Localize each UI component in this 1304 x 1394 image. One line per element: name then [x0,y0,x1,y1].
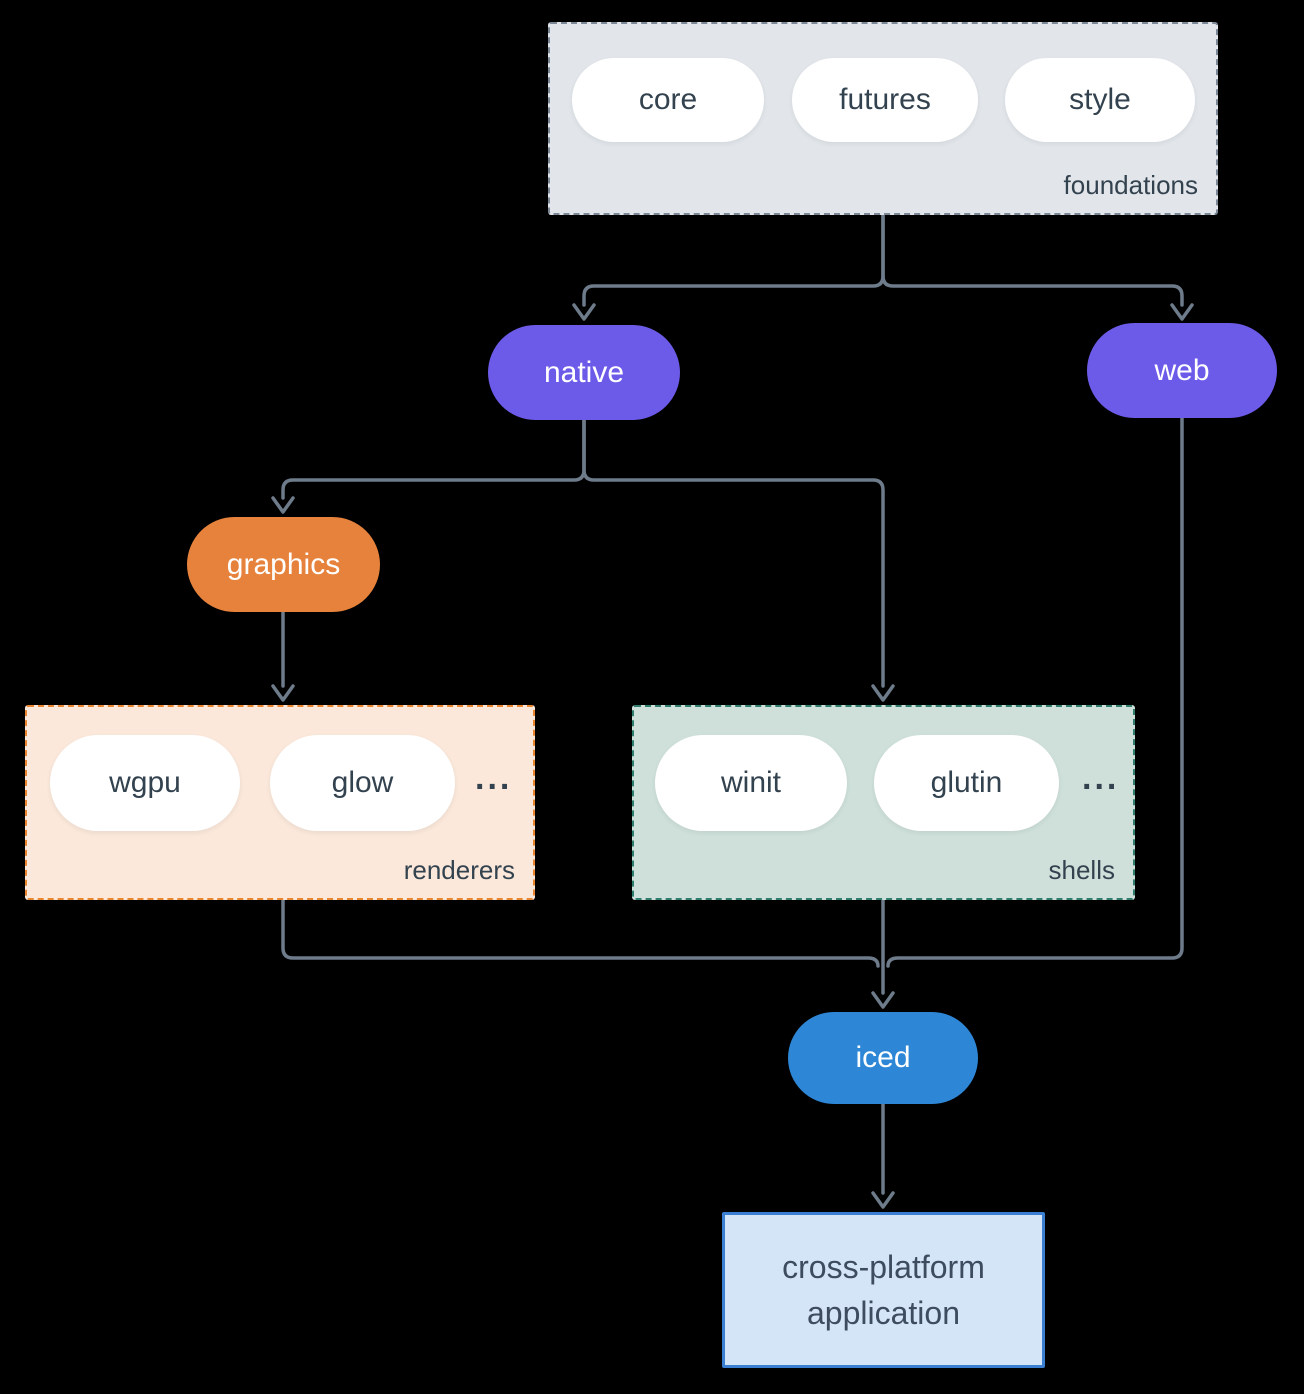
arrowhead-shells [871,684,895,702]
pill-core: core [572,58,764,142]
arrowhead-renderers [271,684,295,702]
node-graphics: graphics [187,517,380,612]
renderers-group-box: wgpu glow ... renderers [25,705,535,900]
pill-wgpu: wgpu [50,735,240,831]
node-iced: iced [788,1012,978,1104]
pill-glow-label: glow [331,766,394,799]
shells-ellipsis: ... [1082,759,1120,797]
arrowhead-iced [871,991,895,1009]
node-graphics-label: graphics [226,547,341,581]
node-web: web [1087,323,1277,418]
edge-foundations-web [881,213,1184,307]
pill-glow: glow [270,735,455,831]
pill-futures-label: futures [839,83,931,116]
node-iced-label: iced [855,1041,911,1074]
edge-native-shells [582,418,885,688]
foundations-group-label: foundations [1063,170,1198,200]
node-native: native [488,325,680,420]
arrowhead-web [1170,303,1194,321]
edge-renderers-iced [281,898,880,968]
shells-group-box: winit glutin ... shells [632,705,1135,900]
pill-style-label: style [1069,83,1131,116]
pill-glutin: glutin [874,735,1059,831]
foundations-group-box: core futures style foundations [548,22,1218,215]
renderers-ellipsis: ... [475,759,513,797]
arrowhead-application [871,1191,895,1209]
edge-web-iced [886,416,1184,968]
shells-group-label: shells [1048,855,1115,885]
node-cross-platform-application: cross-platform application [722,1212,1045,1368]
arrowhead-graphics [271,496,295,514]
application-label-line1: cross-platform [782,1248,985,1285]
renderers-group-label: renderers [403,855,515,885]
pill-style: style [1005,58,1195,142]
application-label-line2: application [807,1295,960,1331]
pill-futures: futures [792,58,978,142]
arrowhead-native [572,303,596,321]
edge-native-graphics [281,418,586,500]
pill-core-label: core [638,83,698,116]
pill-glutin-label: glutin [930,766,1003,799]
node-web-label: web [1154,353,1210,387]
pill-wgpu-label: wgpu [109,766,181,799]
pill-winit: winit [655,735,847,831]
edge-foundations-native [582,213,885,307]
node-native-label: native [543,355,625,389]
pill-winit-label: winit [720,766,781,799]
